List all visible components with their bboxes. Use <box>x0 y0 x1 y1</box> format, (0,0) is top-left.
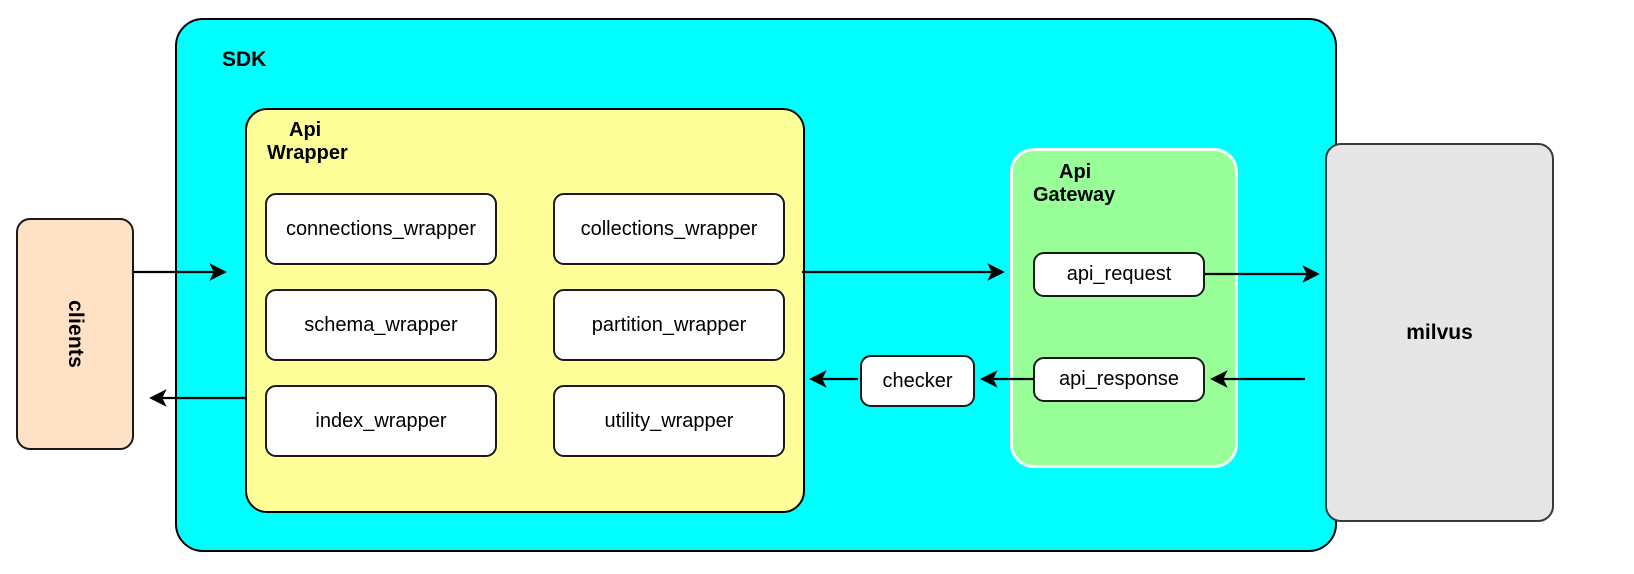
node-partition-wrapper[interactable]: partition_wrapper <box>553 289 785 361</box>
api-gateway-label-line1: Api <box>1059 161 1092 183</box>
node-collections-wrapper[interactable]: collections_wrapper <box>553 193 785 265</box>
node-utility-wrapper-label: utility_wrapper <box>604 409 734 432</box>
node-api-request-label: api_request <box>1066 263 1172 285</box>
node-checker[interactable]: checker <box>860 355 975 407</box>
node-api-response[interactable]: api_response <box>1033 357 1205 402</box>
container-api-gateway-label: Api Gateway <box>1027 161 1227 207</box>
node-index-wrapper-label: index_wrapper <box>315 409 447 432</box>
node-clients-label: clients <box>64 300 87 368</box>
node-connections-wrapper[interactable]: connections_wrapper <box>265 193 497 265</box>
node-collections-wrapper-label: collections_wrapper <box>580 217 758 240</box>
node-checker-label: checker <box>882 369 953 392</box>
api-wrapper-label-line1: Api <box>289 119 322 141</box>
node-clients[interactable]: clients <box>16 218 134 450</box>
node-milvus-label: milvus <box>1406 320 1473 344</box>
node-schema-wrapper[interactable]: schema_wrapper <box>265 289 497 361</box>
container-api-gateway[interactable]: Api Gateway <box>1010 148 1238 468</box>
container-sdk-label: SDK <box>222 48 267 71</box>
node-milvus[interactable]: milvus <box>1325 143 1554 522</box>
node-utility-wrapper[interactable]: utility_wrapper <box>553 385 785 457</box>
api-gateway-label-line2: Gateway <box>1033 184 1116 206</box>
node-api-request[interactable]: api_request <box>1033 252 1205 297</box>
node-connections-wrapper-label: connections_wrapper <box>285 217 477 240</box>
node-api-response-label: api_response <box>1058 368 1180 390</box>
node-schema-wrapper-label: schema_wrapper <box>304 313 458 336</box>
container-api-wrapper-label: Api Wrapper <box>267 119 417 165</box>
node-index-wrapper[interactable]: index_wrapper <box>265 385 497 457</box>
node-partition-wrapper-label: partition_wrapper <box>591 313 747 336</box>
api-wrapper-label-line2: Wrapper <box>267 142 348 164</box>
